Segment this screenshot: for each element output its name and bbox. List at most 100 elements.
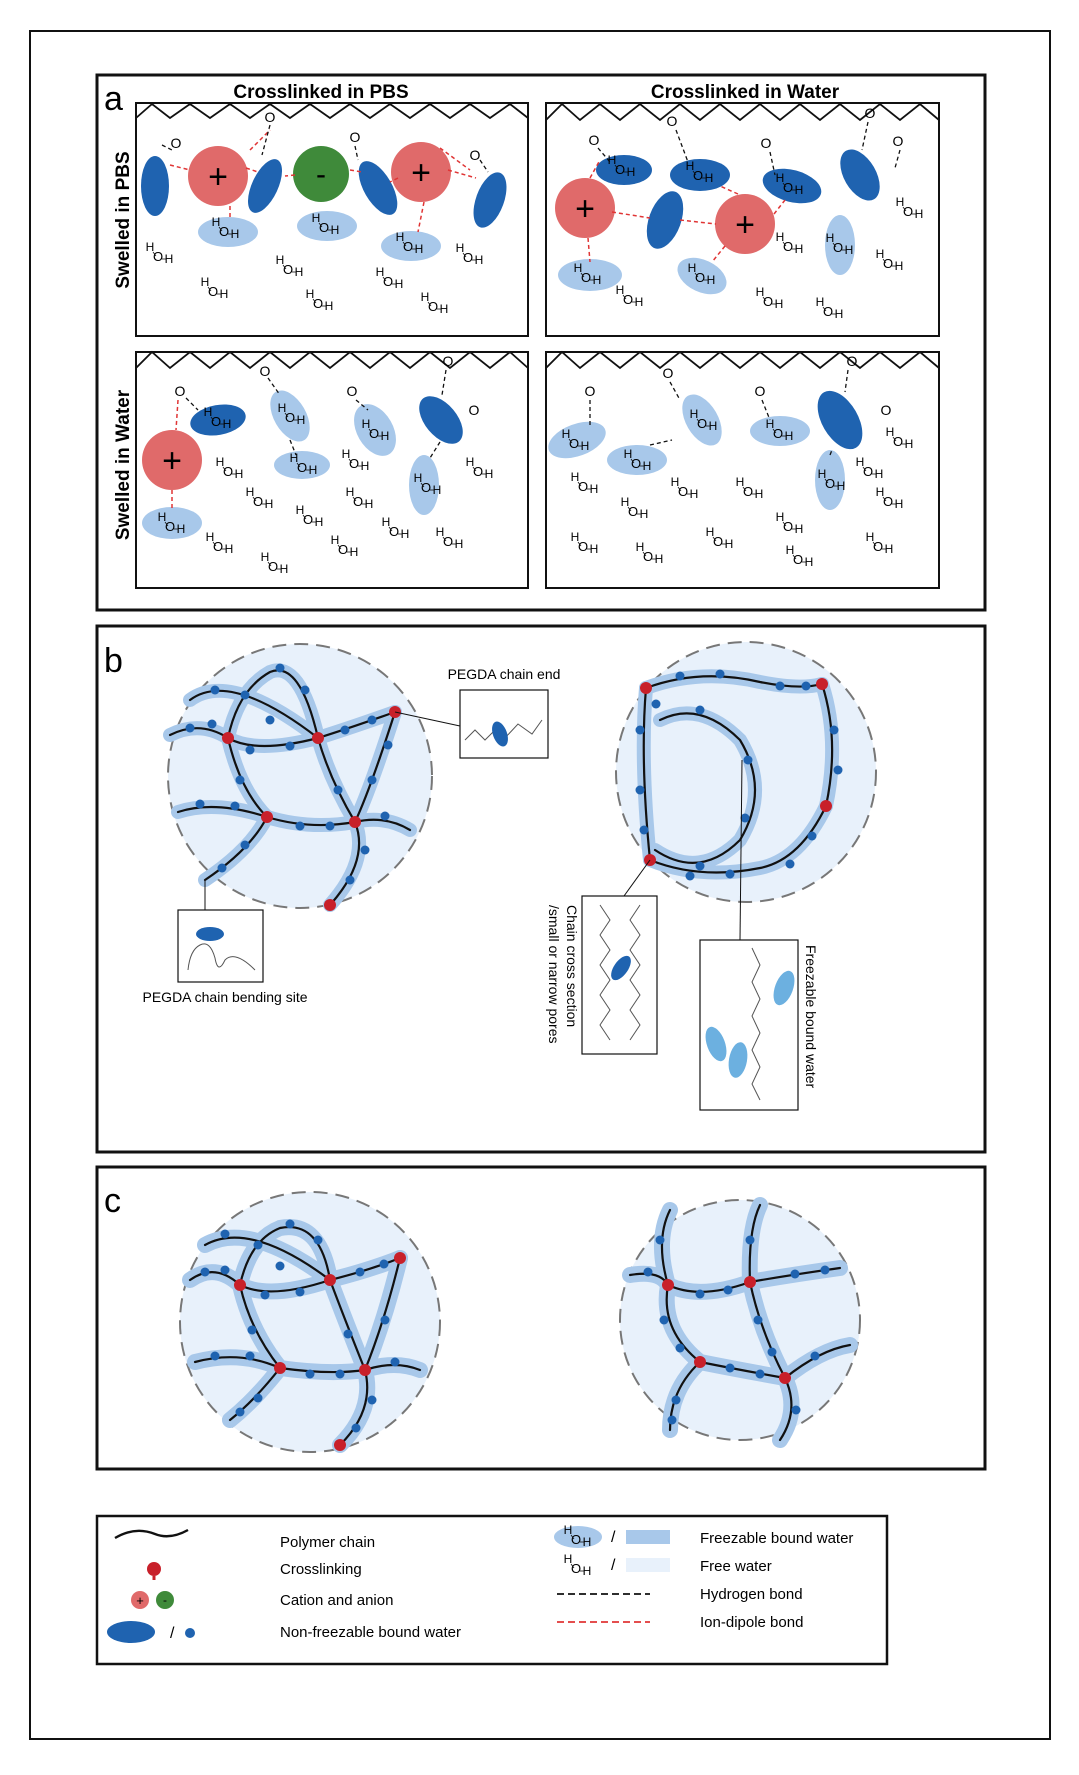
legend-label-free-water: Free water (700, 1558, 772, 1575)
svg-text:O: O (667, 113, 678, 129)
legend-crosslinking: Crosslinking (147, 1561, 362, 1580)
network-water (615, 641, 877, 903)
svg-text:+: + (136, 1593, 144, 1608)
legend-free-water: / Free water (563, 1551, 772, 1579)
hydrogen-bonds (589, 369, 849, 456)
svg-text:O: O (350, 129, 361, 145)
svg-text:O: O (260, 363, 271, 379)
legend-label-freezable: Freezable bound water (700, 1530, 853, 1547)
cation-sign: + (735, 206, 755, 244)
network-c-left (179, 1191, 441, 1453)
svg-text:O: O (469, 402, 480, 418)
svg-text:O: O (443, 353, 454, 369)
svg-text:O: O (265, 109, 276, 125)
panel-b-letter: b (104, 642, 123, 680)
quadrant-4-content: O O O O O (545, 350, 940, 570)
network-pbs (163, 643, 433, 912)
outer-frame (29, 30, 1051, 1740)
svg-text:O: O (881, 402, 892, 418)
nonfreezable-water (840, 149, 880, 201)
freezable-water (773, 970, 795, 1006)
inset-bending-site (177, 909, 264, 983)
cation-sign: + (208, 158, 228, 196)
nonfreezable-water (473, 172, 507, 228)
legend-ion-dipole: Ion-dipole bond (557, 1614, 803, 1631)
quadrant-water-pbs (545, 102, 940, 337)
cation (142, 430, 202, 490)
panel-a-frame (95, 73, 987, 612)
svg-text:/: / (611, 1557, 616, 1574)
quadrant-2-content: + + O O O O O (545, 102, 940, 322)
nonfreezable-water (358, 161, 398, 215)
legend-polymer-chain: Polymer chain (114, 1528, 375, 1551)
hydrogen-bonds (161, 124, 489, 173)
svg-text:O: O (865, 105, 876, 121)
label-cross-section-1: Chain cross section (564, 905, 580, 1027)
column-title-water: Crosslinked in Water (651, 82, 840, 103)
panel-b-frame (95, 624, 987, 1154)
legend-label-ion-dipole: Ion-dipole bond (700, 1614, 803, 1631)
row-title-pbs: Swelled in PBS (113, 151, 134, 288)
inset-freezable (699, 939, 799, 1111)
svg-text:O: O (663, 365, 674, 381)
panel-c-letter: c (104, 1182, 121, 1220)
svg-text:-: - (163, 1593, 167, 1607)
svg-text:O: O (755, 383, 766, 399)
quadrant-1-content: + - + O O O O (135, 102, 529, 317)
polymer-backbone (135, 350, 529, 370)
panel-a-letter: a (104, 80, 123, 118)
row-title-water: Swelled in Water (113, 389, 134, 540)
label-chain-end: PEGDA chain end (448, 666, 561, 682)
network-c-right (619, 1197, 861, 1448)
nonfreezable-water (817, 390, 863, 450)
polymer-backbone (545, 350, 940, 370)
cation (555, 178, 615, 238)
nonfreezable-water (247, 159, 283, 213)
quadrant-pbs-pbs (135, 102, 529, 337)
quadrant-pbs-water (135, 351, 529, 589)
svg-text:O: O (893, 133, 904, 149)
nonfreezable-water (419, 396, 463, 444)
ion-dipole-bonds (169, 129, 477, 233)
cation-sign: + (411, 154, 431, 192)
legend-label-crosslinking: Crosslinking (280, 1561, 362, 1578)
legend-nonfreezable: / Non-freezable bound water (107, 1621, 461, 1643)
svg-text:/: / (170, 1625, 175, 1642)
svg-text:O: O (175, 383, 186, 399)
svg-text:O: O (761, 135, 772, 151)
nonfreezable-water (196, 927, 224, 941)
freezable-water (728, 1042, 748, 1078)
nonfreezable-water-dots (185, 663, 393, 885)
nonfreezable-water (492, 721, 508, 747)
legend-cation-anion: + - Cation and anion (131, 1591, 393, 1609)
svg-text:O: O (171, 135, 182, 151)
hydrogen-bonds (185, 369, 447, 459)
ion-dipole-bonds (587, 159, 786, 263)
inset-chain-end (459, 689, 549, 759)
cation-sign: + (162, 442, 182, 480)
svg-text:O: O (589, 132, 600, 148)
polymer-backbone (545, 102, 940, 122)
crosslink-dots (222, 706, 401, 911)
cation-sign: + (575, 190, 595, 228)
legend-freezable: / Freezable bound water (554, 1522, 853, 1550)
nonfreezable-water (141, 156, 169, 216)
cation (715, 194, 775, 254)
svg-text:O: O (347, 383, 358, 399)
legend-label-cation-anion: Cation and anion (280, 1592, 393, 1609)
label-freezable: Freezable bound water (803, 945, 819, 1089)
ion-dipole-bonds (171, 399, 179, 508)
nonfreezable-water-dots (635, 669, 843, 881)
label-bending-site: PEGDA chain bending site (143, 989, 308, 1005)
svg-text:/: / (611, 1529, 616, 1546)
panel-c-frame (95, 1165, 987, 1471)
legend-label-nonfreezable: Non-freezable bound water (280, 1624, 461, 1641)
svg-text:O: O (470, 147, 481, 163)
cation (391, 142, 451, 202)
legend-label-hydrogen-bond: Hydrogen bond (700, 1586, 803, 1603)
legend-box (95, 1514, 889, 1666)
cation (188, 146, 248, 206)
nonfreezable-water (646, 191, 684, 249)
svg-text:O: O (847, 353, 858, 369)
